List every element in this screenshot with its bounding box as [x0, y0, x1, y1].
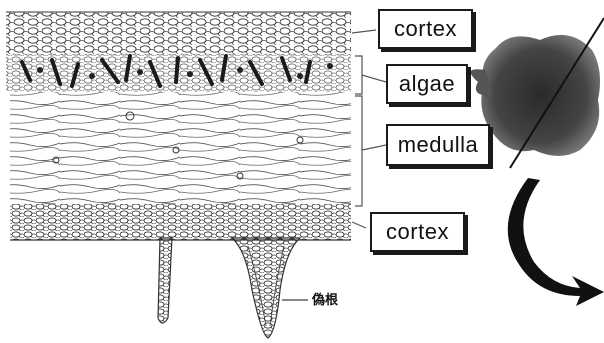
rhizine-label: 偽根 [311, 292, 339, 308]
lichen-photo [471, 35, 600, 156]
layer-bracket [352, 30, 386, 228]
rhizines [158, 238, 300, 338]
label-cortex-bottom: cortex [370, 212, 465, 252]
curved-arrow-icon [508, 178, 604, 306]
lower-cortex-layer [10, 204, 351, 240]
label-algae: algae [386, 64, 468, 104]
label-medulla: medulla [386, 124, 490, 166]
algae-layer [6, 54, 351, 92]
label-cortex-top: cortex [378, 9, 473, 49]
medulla-layer [10, 92, 351, 204]
upper-cortex-layer [6, 12, 351, 54]
